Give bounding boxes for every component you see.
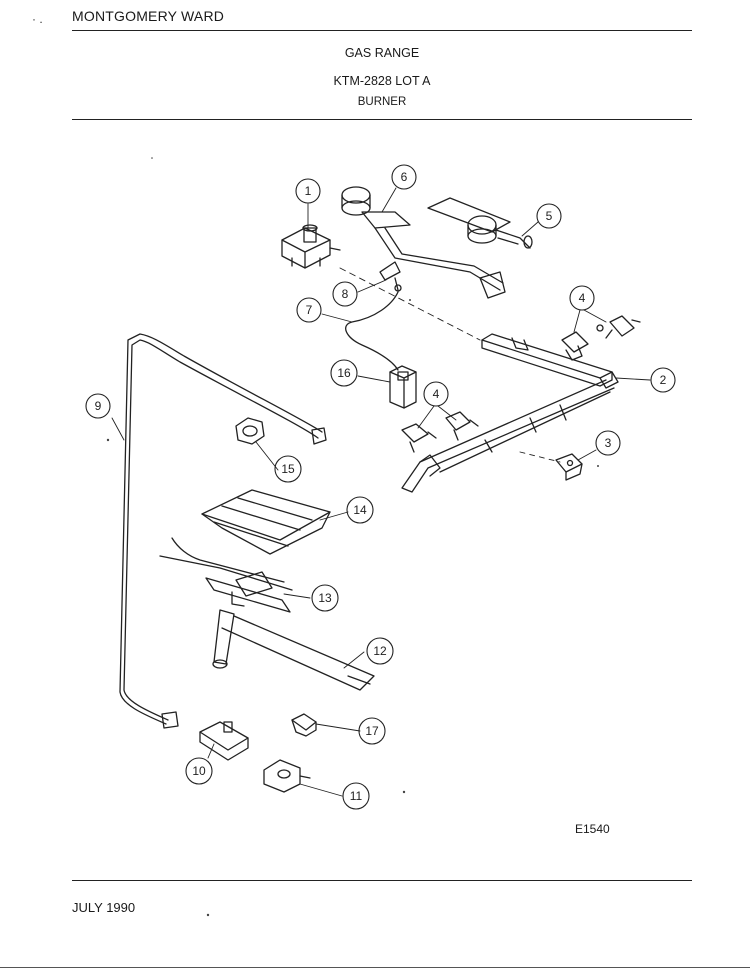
callout-9: 9 [85, 393, 111, 419]
callout-label: 7 [306, 303, 313, 317]
section-title: BURNER [357, 96, 407, 108]
part-capillary [345, 291, 399, 371]
product-title: GAS RANGE [344, 46, 420, 60]
part-igniter [159, 537, 293, 613]
part-valve-lower [401, 411, 479, 453]
callout-label: 2 [660, 373, 667, 387]
callout-label: 14 [353, 503, 367, 517]
callout-label: 9 [95, 399, 102, 413]
publication-date: JULY 1990 [72, 900, 136, 915]
callout-label: 13 [318, 591, 332, 605]
part-clip [291, 713, 317, 737]
callout-7: 7 [296, 297, 322, 323]
callout-3: 3 [595, 430, 621, 456]
top-rule [72, 30, 692, 31]
callout-11: 11 [342, 782, 370, 810]
model-number: KTM-2828 LOT A [333, 74, 431, 88]
callout-label: 10 [192, 764, 206, 778]
callout-label: 1 [305, 184, 312, 198]
callouts: 1 6 5 8 4 7 2 16 4 9 3 15 14 13 12 17 10… [85, 164, 676, 810]
callout-5: 5 [536, 203, 562, 229]
callout-label: 4 [579, 291, 586, 305]
callout-13: 13 [311, 584, 339, 612]
part-regulator [281, 224, 341, 269]
part-top-burner-left [341, 186, 506, 299]
part-fitting [379, 261, 402, 292]
callout-14: 14 [346, 496, 374, 524]
callout-4-lower: 4 [423, 381, 449, 407]
callout-label: 15 [281, 462, 295, 476]
callout-label: 17 [365, 724, 379, 738]
callout-12: 12 [366, 637, 394, 665]
part-valve-upper [561, 315, 641, 361]
callout-16: 16 [330, 359, 358, 387]
leader-lines [111, 187, 651, 797]
callout-label: 11 [350, 789, 363, 803]
callout-1: 1 [295, 178, 321, 204]
part-manifold [401, 333, 619, 493]
part-sensor [389, 365, 417, 409]
callout-2: 2 [650, 367, 676, 393]
callout-label: 4 [433, 387, 440, 401]
callout-4-upper: 4 [569, 285, 595, 311]
callout-label: 6 [401, 170, 408, 184]
part-nut [235, 417, 265, 445]
footer-rule [72, 880, 692, 881]
part-mount-bracket [263, 759, 311, 793]
part-bake-burner [212, 609, 375, 691]
callout-label: 16 [337, 366, 351, 380]
part-gas-tube [119, 333, 327, 729]
callout-10: 10 [185, 757, 213, 785]
callout-15: 15 [274, 455, 302, 483]
margin-marks: · . [32, 12, 43, 26]
callout-label: 8 [342, 287, 349, 301]
part-top-burner-right [427, 197, 533, 249]
callout-17: 17 [358, 717, 386, 745]
callout-label: 12 [373, 644, 387, 658]
diagram-code: E1540 [575, 822, 610, 836]
part-baffle [201, 489, 331, 555]
part-safety-valve [199, 721, 249, 761]
page-edge-rule [0, 967, 750, 968]
scan-specks [106, 157, 599, 917]
callout-6: 6 [391, 164, 417, 190]
header-rule [72, 119, 692, 120]
part-bracket [555, 453, 583, 481]
brand-name: MONTGOMERY WARD [72, 8, 225, 24]
callout-label: 5 [546, 209, 553, 223]
callout-8: 8 [332, 281, 358, 307]
callout-label: 3 [605, 436, 612, 450]
